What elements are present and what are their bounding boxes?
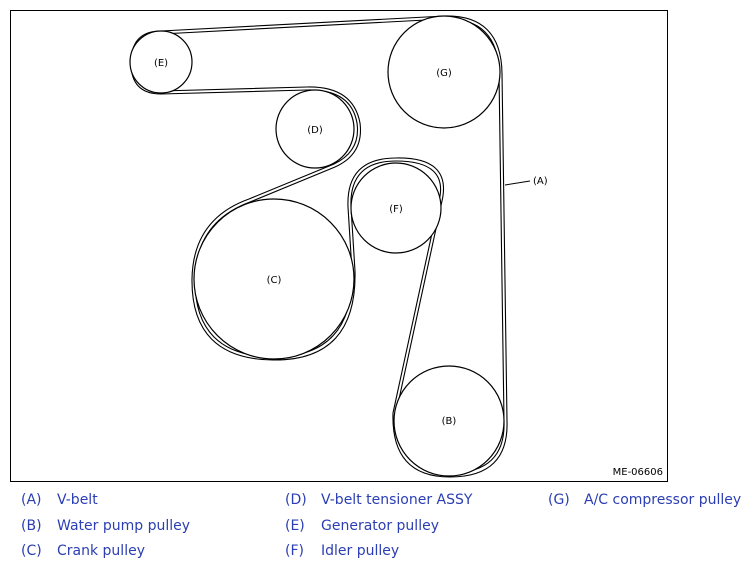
legend-code: (B) [21, 518, 42, 534]
v-belt-tensioner-pulley [275, 89, 355, 169]
label-b: (B) [442, 416, 457, 427]
label-e: (E) [154, 58, 168, 69]
idler-pulley [350, 162, 442, 254]
figure-id: ME-06606 [612, 467, 663, 478]
generator-pulley [129, 30, 193, 94]
legend-item-c: (C) Crank pulley [21, 543, 145, 559]
legend-text: V-belt tensioner ASSY [321, 492, 473, 508]
label-f: (F) [389, 204, 403, 215]
ac-compressor-pulley [387, 15, 501, 129]
crank-pulley [193, 198, 355, 360]
label-c: (C) [267, 275, 282, 286]
legend-code: (G) [548, 492, 570, 508]
diagram-canvas: (E) (G) (D) (F) (C) (B) (A) [129, 15, 548, 478]
legend-code: (C) [21, 543, 42, 559]
legend-text: V-belt [57, 492, 98, 508]
legend-code: (E) [285, 518, 305, 534]
label-d: (D) [307, 125, 323, 136]
belt-routing-diagram: (E) (G) (D) (F) (C) (B) (A) ME-06606 [10, 10, 668, 482]
callout-a-label: (A) [533, 176, 548, 187]
v-belt-outer-line [130, 15, 508, 478]
label-g: (G) [436, 68, 452, 79]
callout-leader-a [504, 180, 531, 186]
legend-text: Generator pulley [321, 518, 439, 534]
legend-item-b: (B) Water pump pulley [21, 518, 190, 534]
legend-item-e: (E) Generator pulley [285, 518, 439, 534]
legend-item-f: (F) Idler pulley [285, 543, 399, 559]
legend-code: (A) [21, 492, 42, 508]
water-pump-pulley [393, 365, 505, 477]
legend-text: Crank pulley [57, 543, 145, 559]
legend-item-g: (G) A/C compressor pulley [548, 492, 741, 508]
legend-code: (D) [285, 492, 307, 508]
legend-text: A/C compressor pulley [584, 492, 742, 508]
legend-item-a: (A) V-belt [21, 492, 98, 508]
legend-text: Water pump pulley [57, 518, 191, 534]
legend-code: (F) [285, 543, 304, 559]
legend-text: Idler pulley [321, 543, 400, 559]
legend-item-d: (D) V-belt tensioner ASSY [285, 492, 472, 508]
